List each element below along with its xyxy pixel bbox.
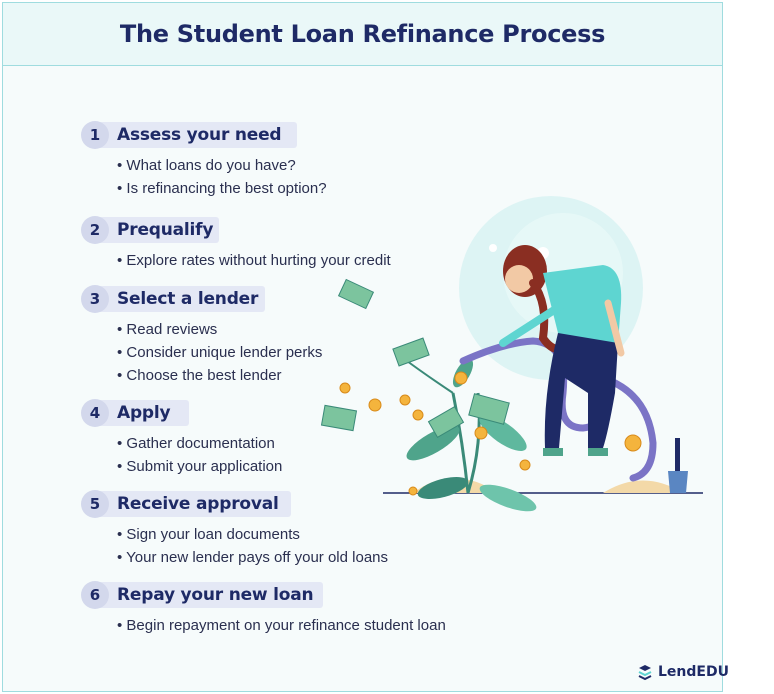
woman-watering-money-plant-illustration xyxy=(320,196,703,512)
step-number: 6 xyxy=(81,581,109,609)
step-pill xyxy=(95,582,323,608)
step-6: 6 Repay your new loan Begin repayment on… xyxy=(81,581,446,639)
step-1: 1 Assess your need What loans do you hav… xyxy=(81,121,327,202)
bullet-item: Submit your application xyxy=(117,457,282,480)
bullet-item: Choose the best lender xyxy=(117,366,322,389)
step-title: Apply xyxy=(117,403,171,423)
bullet-item: Consider unique lender perks xyxy=(117,343,322,366)
step-number: 3 xyxy=(81,285,109,313)
step-title: Prequalify xyxy=(117,220,214,240)
lendedu-logo: LendEDU xyxy=(636,663,729,681)
lendedu-logo-icon xyxy=(638,665,652,681)
step-number: 4 xyxy=(81,399,109,427)
steps-list: 1 Assess your need What loans do you hav… xyxy=(3,3,722,691)
title-bar: The Student Loan Refinance Process xyxy=(3,3,722,66)
bullet-item: Sign your loan documents xyxy=(117,525,388,548)
infographic-frame: The Student Loan Refinance Process 1 Ass… xyxy=(2,2,729,692)
step-number: 2 xyxy=(81,216,109,244)
step-pill xyxy=(95,400,189,426)
step-pill xyxy=(95,217,219,243)
logo-text: LendEDU xyxy=(658,664,729,680)
step-title: Receive approval xyxy=(117,494,279,514)
step-pill xyxy=(95,491,291,517)
step-bullets: Begin repayment on your refinance studen… xyxy=(81,616,445,639)
page-title: The Student Loan Refinance Process xyxy=(119,20,606,48)
step-title: Select a lender xyxy=(117,289,259,309)
step-bullets: Gather documentation Submit your applica… xyxy=(81,434,282,480)
step-number: 1 xyxy=(81,121,109,149)
step-bullets: Explore rates without hurting your credi… xyxy=(81,251,390,274)
step-pill xyxy=(95,122,297,148)
bullet-item: Begin repayment on your refinance studen… xyxy=(117,616,445,639)
step-5: 5 Receive approval Sign your loan docume… xyxy=(81,490,388,571)
step-4: 4 Apply Gather documentation Submit your… xyxy=(81,399,282,480)
bullet-item: Is refinancing the best option? xyxy=(117,179,326,202)
step-number: 5 xyxy=(81,490,109,518)
bullet-item: Gather documentation xyxy=(117,434,282,457)
bullet-item: What loans do you have? xyxy=(117,156,327,179)
step-title: Repay your new loan xyxy=(117,585,314,605)
bullet-item: Read reviews xyxy=(117,320,322,343)
bullet-item: Explore rates without hurting your credi… xyxy=(117,251,390,274)
step-title: Assess your need xyxy=(117,125,282,145)
step-3: 3 Select a lender Read reviews Consider … xyxy=(81,285,322,389)
bullet-item: Your new lender pays off your old loans xyxy=(117,548,388,571)
step-bullets: What loans do you have? Is refinancing t… xyxy=(81,156,327,202)
step-bullets: Read reviews Consider unique lender perk… xyxy=(81,320,322,389)
step-2: 2 Prequalify Explore rates without hurti… xyxy=(81,216,391,274)
step-bullets: Sign your loan documents Your new lender… xyxy=(81,525,388,571)
step-pill xyxy=(95,286,265,312)
